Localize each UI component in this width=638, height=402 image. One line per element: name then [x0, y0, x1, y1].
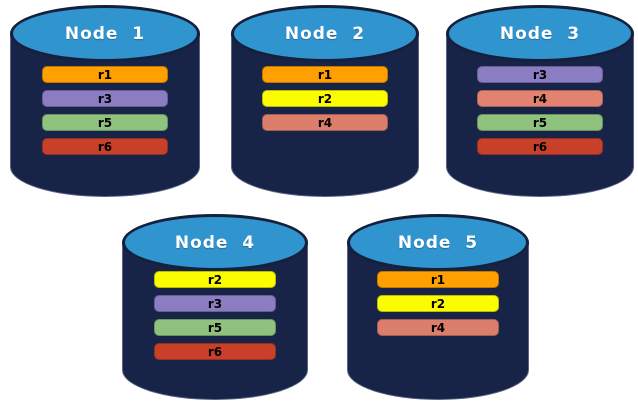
node-4-cylinder: Node 4 r2 r3 r5 r6: [122, 214, 308, 400]
node-2-replica-list: r1 r2 r4: [231, 66, 419, 131]
node-1-cylinder: Node 1 r1 r3 r5 r6: [10, 5, 200, 197]
replica-bar-r5: r5: [154, 319, 276, 336]
node-1-title: Node 1: [64, 23, 146, 44]
replica-bar-r2: r2: [262, 90, 388, 107]
replica-bar-r5: r5: [42, 114, 168, 131]
node-3-title: Node 3: [499, 23, 581, 44]
replica-bar-r6: r6: [477, 138, 603, 155]
node-2-cylinder-cap: Node 2: [231, 5, 419, 62]
replica-bar-r5: r5: [477, 114, 603, 131]
node-3-cylinder: Node 3 r3 r4 r5 r6: [446, 5, 634, 197]
node-5-cylinder: Node 5 r1 r2 r4: [347, 214, 529, 400]
node-4-replica-list: r2 r3 r5 r6: [122, 271, 308, 360]
replica-bar-r6: r6: [154, 343, 276, 360]
node-3-cylinder-cap: Node 3: [446, 5, 634, 62]
node-1-replica-list: r1 r3 r5 r6: [10, 66, 200, 155]
replica-bar-r3: r3: [477, 66, 603, 83]
replica-bar-r2: r2: [154, 271, 276, 288]
node-2-title: Node 2: [284, 23, 366, 44]
replica-bar-r4: r4: [377, 319, 499, 336]
replica-bar-r1: r1: [377, 271, 499, 288]
node-3-replica-list: r3 r4 r5 r6: [446, 66, 634, 155]
node-2-cylinder: Node 2 r1 r2 r4: [231, 5, 419, 197]
replica-bar-r4: r4: [477, 90, 603, 107]
node-4-cylinder-cap: Node 4: [122, 214, 308, 271]
replica-bar-r3: r3: [154, 295, 276, 312]
node-4-title: Node 4: [174, 232, 256, 253]
replica-bar-r3: r3: [42, 90, 168, 107]
replica-bar-r1: r1: [42, 66, 168, 83]
replica-bar-r2: r2: [377, 295, 499, 312]
node-5-cylinder-cap: Node 5: [347, 214, 529, 271]
node-5-title: Node 5: [397, 232, 479, 253]
replica-bar-r1: r1: [262, 66, 388, 83]
node-1-cylinder-cap: Node 1: [10, 5, 200, 62]
replica-bar-r6: r6: [42, 138, 168, 155]
node-5-replica-list: r1 r2 r4: [347, 271, 529, 336]
replica-bar-r4: r4: [262, 114, 388, 131]
